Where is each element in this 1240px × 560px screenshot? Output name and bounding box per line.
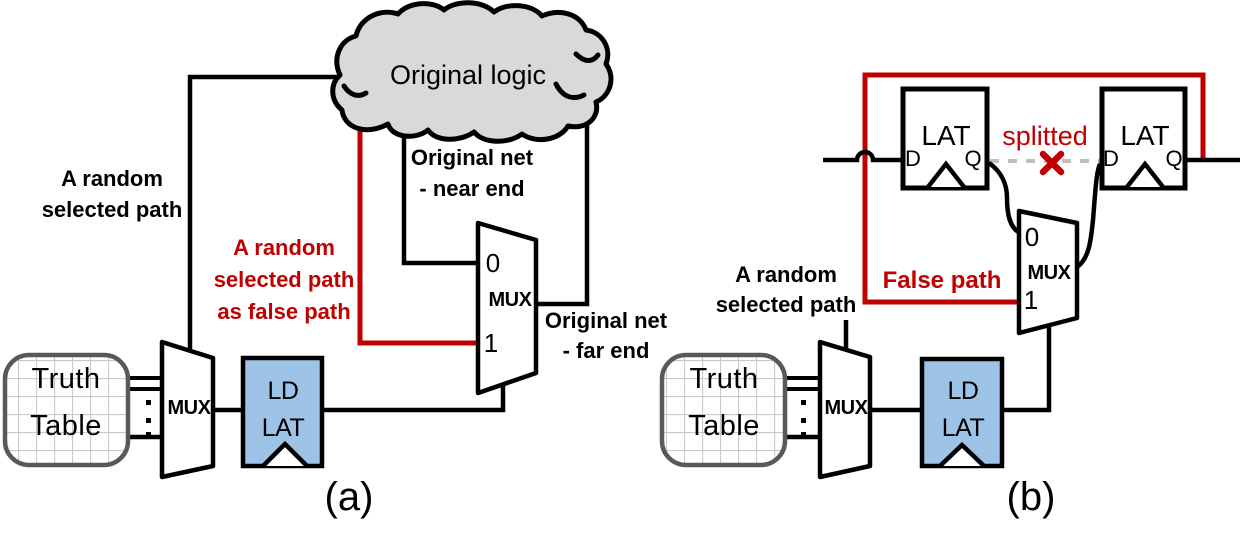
caption-b: (b) (1006, 475, 1056, 519)
wire-false-path-a (357, 118, 477, 346)
wire-mux-to-far-end-b (1075, 162, 1103, 269)
ld-latch-label-b: LD LAT (941, 377, 985, 442)
lat2-d-port: D (1103, 146, 1119, 171)
truth-table-label-a: Truth Table (30, 363, 102, 442)
wire-original-net-near-end (401, 126, 477, 266)
vertical-ellipsis-icon (801, 400, 806, 437)
lat1-q-port: Q (964, 146, 982, 171)
false-path-label-b: False path (882, 267, 1002, 294)
cloud-label: Original logic (389, 60, 547, 90)
lat1-label: LAT (921, 120, 971, 151)
lat2-label: LAT (1120, 120, 1170, 151)
far-end-label: Original net - far end (544, 308, 668, 363)
x-mark-icon (1039, 150, 1065, 176)
bypass-mux-shape-a (475, 220, 539, 396)
truth-table-label-b: Truth Table (688, 363, 760, 442)
cloud-notch-left (341, 83, 369, 98)
lat1-d-port: D (905, 146, 921, 171)
wire-original-net-far-end (538, 104, 590, 307)
lat2-q-port: Q (1165, 146, 1183, 171)
false-path-label-a: A random selected path as false path (213, 235, 355, 324)
edge-triangle-icon (926, 160, 966, 189)
truth-table-box-b (659, 352, 788, 468)
wire-near-end-to-mux-b (987, 161, 1022, 236)
cloud-notch-top-right (573, 51, 601, 63)
bypass-mux-shape-b (1016, 208, 1080, 336)
near-end-label: Original net - near end (410, 145, 534, 201)
edge-triangle-icon (1125, 160, 1165, 189)
vertical-ellipsis-icon (146, 400, 151, 437)
truth-table-bus-top-b (786, 376, 822, 391)
input-mux-label-b: MUX (824, 397, 868, 419)
wire-latch-to-mux-select-a (322, 381, 506, 413)
truth-table-bus-top-a (129, 376, 164, 391)
edge-triangle-icon (938, 441, 986, 468)
mux-input1-label-b: 1 (1023, 285, 1039, 315)
ld-latch-label-a: LD LAT (261, 377, 305, 442)
cloud-notch-right (553, 81, 587, 100)
edge-triangle-icon (261, 440, 309, 468)
wire-random-path-a (187, 74, 337, 349)
splitted-label: splitted (1002, 121, 1088, 151)
caption-a: (a) (324, 475, 374, 519)
wire-false-path-b (862, 72, 1206, 305)
random-path-label-a: A random selected path (41, 166, 183, 222)
wire-jump-icon (823, 149, 905, 163)
input-mux-shape-b (817, 339, 873, 480)
input-mux-label-a: MUX (167, 397, 211, 419)
input-mux-shape-a (159, 339, 216, 480)
mux-input0-label-a: 0 (485, 248, 501, 278)
bypass-mux-label-b: MUX (1027, 262, 1071, 284)
mux-input1-label-a: 1 (483, 328, 499, 358)
original-logic-cloud (330, 0, 614, 144)
wire-latch-to-mux-select-b (1002, 323, 1052, 413)
mux-input0-label-b: 0 (1024, 222, 1040, 252)
truth-table-box-a (2, 352, 131, 468)
bypass-mux-label-a: MUX (488, 289, 532, 311)
random-path-label-b: A random selected path (715, 262, 857, 317)
